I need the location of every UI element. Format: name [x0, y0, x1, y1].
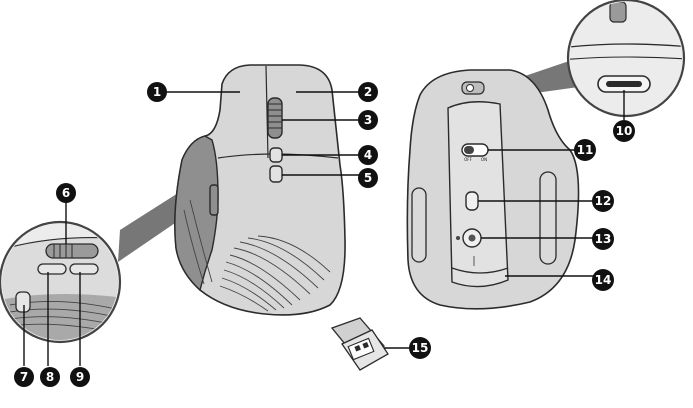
callout-8: 8 [40, 367, 60, 387]
foot-right [539, 171, 557, 265]
callout-6-label: 6 [62, 186, 70, 200]
callout-7-label: 7 [20, 370, 28, 384]
callout-10-label: 10 [616, 124, 633, 138]
callout-14: 14 [592, 269, 614, 291]
callout-1-label: 1 [153, 85, 161, 99]
callout-12-label: 12 [595, 194, 612, 208]
callout-9: 9 [70, 367, 90, 387]
callout-12: 12 [592, 190, 614, 212]
callout-7: 7 [14, 367, 34, 387]
switch-on-label: ON [481, 157, 487, 162]
thumb-inset [0, 220, 122, 344]
mouse-top-view [118, 64, 346, 316]
callout-9-label: 9 [76, 370, 84, 384]
gesture-thumb-button[interactable] [15, 291, 31, 313]
switch-off-label: OFF [464, 157, 472, 162]
usb-inset-circle [566, 0, 686, 118]
callout-13-label: 13 [595, 232, 612, 246]
callout-15-label: 15 [412, 341, 429, 355]
callout-11: 11 [574, 139, 596, 161]
foot-left [411, 187, 427, 263]
callout-3-label: 3 [364, 113, 372, 127]
callout-6: 6 [56, 183, 76, 203]
forward-button[interactable] [69, 263, 99, 275]
back-button[interactable] [37, 263, 67, 275]
callout-2-label: 2 [364, 85, 372, 99]
mode-shift-button[interactable] [269, 147, 283, 163]
callout-15: 15 [409, 337, 431, 359]
callout-4-label: 4 [364, 148, 372, 162]
bottom-panel [447, 101, 509, 288]
callout-11-label: 11 [577, 143, 594, 157]
callout-1: 1 [147, 82, 167, 102]
grip-texture [183, 199, 331, 312]
callout-2: 2 [358, 82, 378, 102]
side-scroll-hint [209, 184, 219, 216]
usb-receiver [330, 317, 389, 371]
callout-8-label: 8 [46, 370, 54, 384]
usb-inset [566, 0, 686, 118]
mouse-bottom-view: OFF ON [406, 58, 586, 310]
gesture-button[interactable] [269, 165, 283, 183]
callout-13: 13 [592, 228, 614, 250]
callout-10: 10 [613, 120, 635, 142]
callout-5-label: 5 [364, 171, 372, 185]
callout-4: 4 [358, 145, 378, 165]
callout-5: 5 [358, 168, 378, 188]
callout-3: 3 [358, 110, 378, 130]
callout-14-label: 14 [595, 273, 612, 287]
leader-lines [23, 90, 625, 366]
battery-door [451, 267, 509, 274]
easy-switch-button[interactable] [465, 191, 479, 211]
